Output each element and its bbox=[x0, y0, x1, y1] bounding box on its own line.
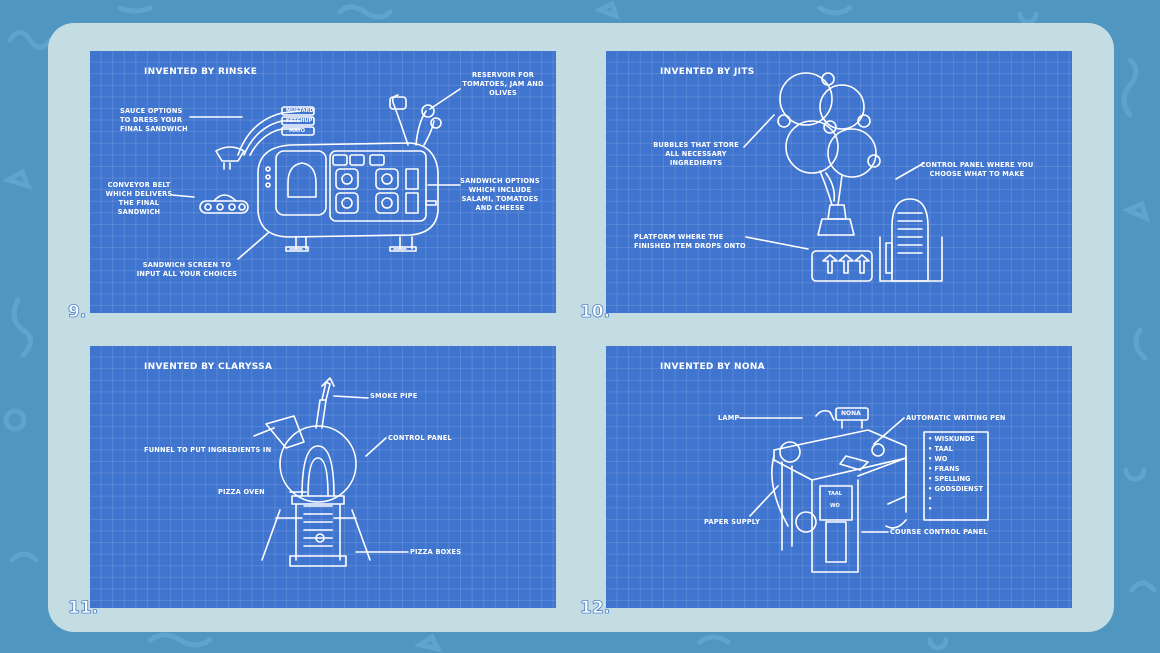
subject-tag: WO bbox=[830, 503, 840, 509]
inventor-title: INVENTED BY CLARYSSA bbox=[144, 362, 273, 372]
blueprint-panel-nona: INVENTED BY NONA LAMP AUTOMATIC WRITING … bbox=[606, 346, 1072, 608]
checklist-item bbox=[928, 504, 983, 514]
subject-checklist: WISKUNDE TAAL WO FRANS SPELLING GODSDIEN… bbox=[928, 434, 983, 514]
panel-number: 10. bbox=[580, 302, 611, 323]
label-pizza-oven: PIZZA OVEN bbox=[218, 488, 265, 496]
blueprint-panel-jits: INVENTED BY JITS BUBBLES THAT STORE ALL … bbox=[606, 51, 1072, 313]
checklist-item: WO bbox=[928, 454, 983, 464]
subject-tag: TAAL bbox=[828, 491, 842, 497]
blueprint-panel-rinske: INVENTED BY RINSKE SAUCE OPTIONS TO DRES… bbox=[90, 51, 556, 313]
checklist-item: FRANS bbox=[928, 464, 983, 474]
label-pizza-boxes: PIZZA BOXES bbox=[410, 548, 462, 556]
label-control-panel: CONTROL PANEL bbox=[388, 434, 452, 442]
label-sandwich-screen: SANDWICH SCREEN TO INPUT ALL YOUR CHOICE… bbox=[136, 261, 238, 278]
label-sandwich-options: SANDWICH OPTIONS WHICH INCLUDE SALAMI, T… bbox=[460, 177, 540, 212]
panel-number: 12. bbox=[580, 598, 611, 619]
label-lamp: LAMP bbox=[718, 414, 740, 422]
sauce-tag: MUSTARD bbox=[286, 108, 314, 114]
label-sauce-options: SAUCE OPTIONS TO DRESS YOUR FINAL SANDWI… bbox=[120, 107, 188, 133]
sauce-tag: MAYO bbox=[289, 128, 306, 134]
checklist-item: TAAL bbox=[928, 444, 983, 454]
desk-sign: NONA bbox=[841, 410, 861, 417]
label-paper-supply: PAPER SUPPLY bbox=[704, 518, 761, 526]
label-control-panel: CONTROL PANEL WHERE YOU CHOOSE WHAT TO M… bbox=[920, 161, 1034, 178]
inventor-title: INVENTED BY NONA bbox=[660, 362, 765, 372]
writing-desk-drawing bbox=[739, 407, 989, 573]
label-funnel: FUNNEL TO PUT INGREDIENTS IN bbox=[144, 446, 272, 454]
bubble-machine-drawing bbox=[743, 72, 943, 282]
checklist-item: WISKUNDE bbox=[928, 434, 983, 444]
label-smoke-pipe: SMOKE PIPE bbox=[370, 392, 418, 400]
sauce-tag: KETCHUP bbox=[286, 118, 313, 124]
checklist-item: SPELLING bbox=[928, 474, 983, 484]
checklist-item bbox=[928, 494, 983, 504]
inventor-title: INVENTED BY RINSKE bbox=[144, 67, 258, 77]
label-writing-pen: AUTOMATIC WRITING PEN bbox=[906, 414, 1006, 422]
checklist-item: GODSDIENST bbox=[928, 484, 983, 494]
label-reservoir: RESERVOIR FOR TOMATOES, JAM AND OLIVES bbox=[462, 71, 544, 97]
label-course-control-panel: COURSE CONTROL PANEL bbox=[890, 528, 988, 536]
pizza-oven-drawing bbox=[253, 377, 409, 567]
inventor-title: INVENTED BY JITS bbox=[660, 67, 755, 77]
blueprint-panel-claryssa: INVENTED BY CLARYSSA SMOKE PIPE FUNNEL T… bbox=[90, 346, 556, 608]
panel-number: 9. bbox=[68, 302, 87, 323]
sandwich-machine-drawing bbox=[171, 88, 461, 260]
label-conveyor-belt: CONVEYOR BELT WHICH DELIVERS THE FINAL S… bbox=[105, 181, 173, 216]
label-bubbles: BUBBLES THAT STORE ALL NECESSARY INGREDI… bbox=[653, 141, 739, 167]
label-platform: PLATFORM WHERE THE FINISHED ITEM DROPS O… bbox=[634, 233, 746, 250]
